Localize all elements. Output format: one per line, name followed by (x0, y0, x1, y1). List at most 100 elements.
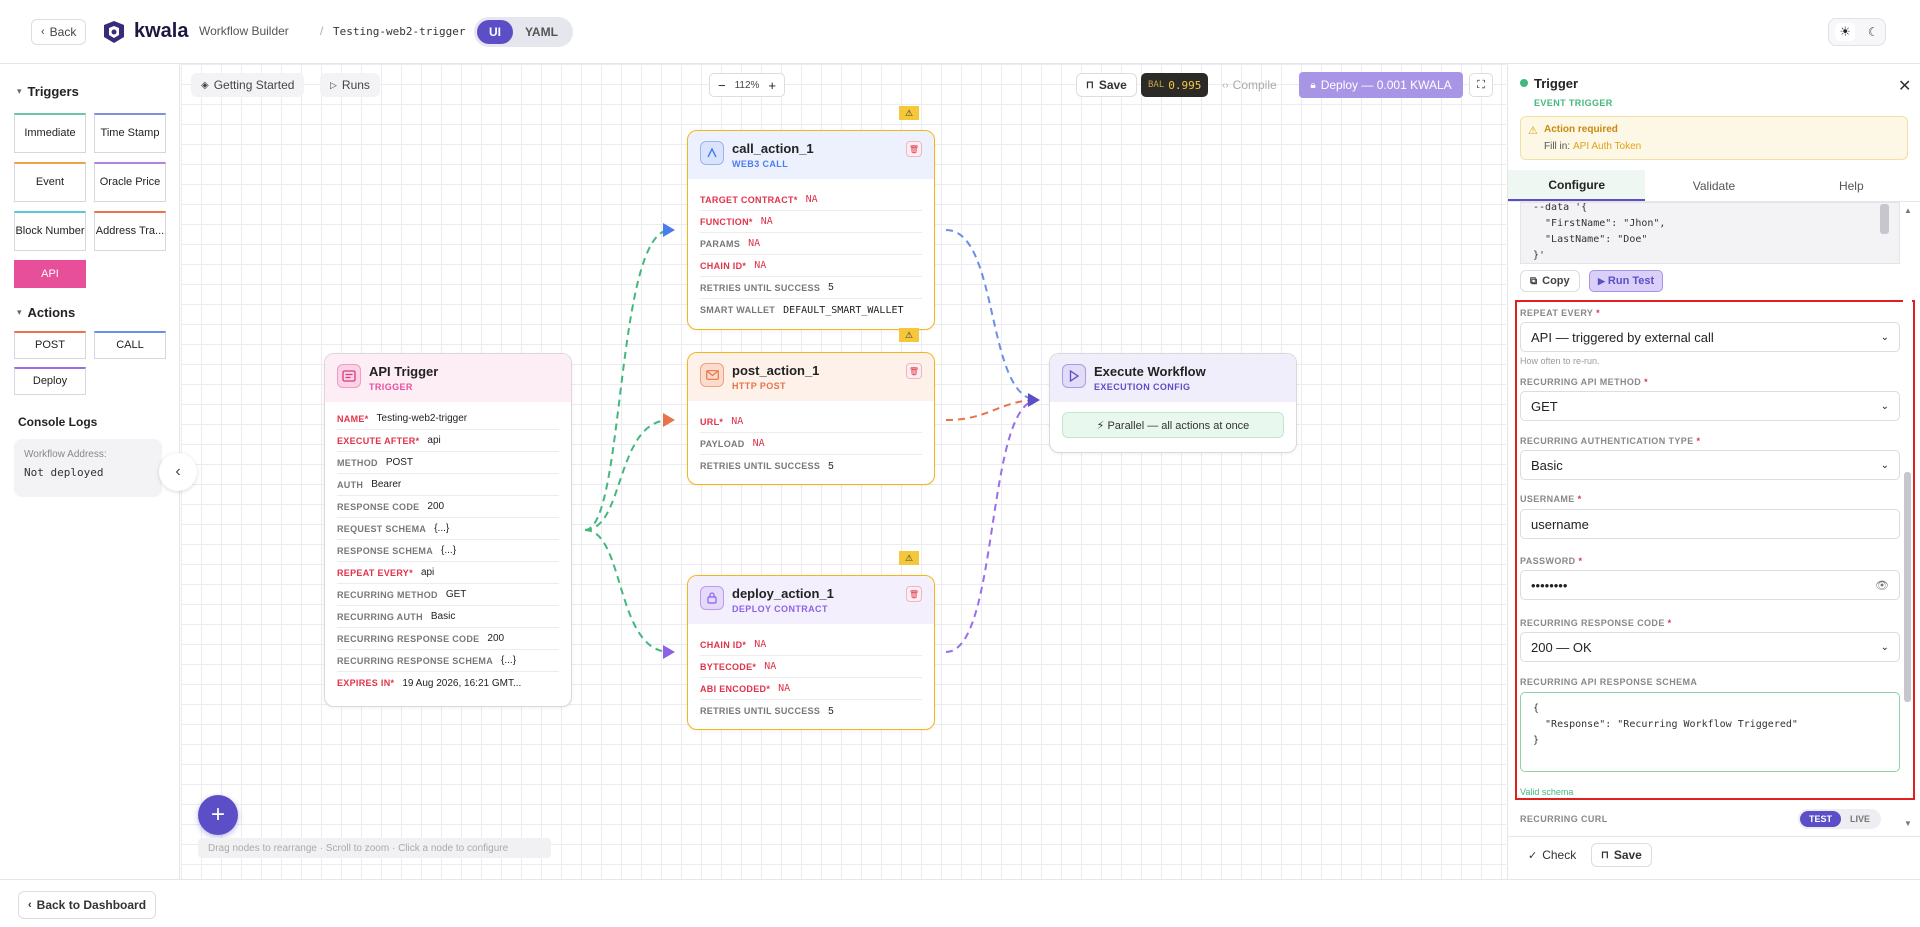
trash-icon: 🗑︎ (908, 589, 920, 599)
username-label: USERNAME * (1520, 494, 1582, 504)
node-field-row[interactable]: ABI ENCODED *NA (700, 678, 922, 700)
save-button[interactable]: ⊓ Save (1076, 73, 1137, 97)
zoom-out-button[interactable]: − (718, 77, 726, 93)
tab-configure[interactable]: Configure (1508, 170, 1646, 201)
delete-node-button[interactable]: 🗑︎ (906, 586, 922, 602)
tab-help[interactable]: Help (1838, 178, 1864, 193)
api-trigger-node[interactable]: API Trigger TRIGGER NAME *Testing-web2-t… (324, 353, 572, 707)
delete-node-button[interactable]: 🗑︎ (906, 363, 922, 379)
node-field-row[interactable]: RESPONSE SCHEMA{...} (337, 540, 559, 562)
view-mode-ui[interactable]: UI (477, 20, 513, 44)
trigger-tile-timestamp[interactable]: Time Stamp (94, 113, 166, 153)
recurring-method-select[interactable]: GET⌄ (1520, 391, 1900, 421)
panel-save-button[interactable]: ⊓ Save (1591, 843, 1652, 867)
zoom-in-button[interactable]: + (768, 77, 776, 93)
node-field-row[interactable]: REPEAT EVERY *api (337, 562, 559, 584)
close-panel-button[interactable]: ✕ (1898, 76, 1911, 96)
trigger-tile-address-transfer[interactable]: Address Tra... (94, 211, 166, 251)
call-action-node[interactable]: call_action_1 WEB3 CALL 🗑︎ TARGET CONTRA… (687, 130, 935, 330)
action-tile-deploy[interactable]: Deploy (14, 367, 86, 395)
getting-started-button[interactable]: ◈ Getting Started (191, 73, 305, 97)
field-value: api (427, 435, 441, 446)
field-value: 19 Aug 2026, 16:21 GMT... (402, 677, 522, 689)
node-field-row[interactable]: EXPIRES IN *19 Aug 2026, 16:21 GMT... (337, 672, 559, 694)
triggers-section-title[interactable]: ▾ Triggers (17, 84, 79, 99)
deploy-action-node[interactable]: deploy_action_1 DEPLOY CONTRACT 🗑︎ CHAIN… (687, 575, 935, 730)
field-value: NA (805, 194, 818, 205)
curl-mode-live[interactable]: LIVE (1850, 814, 1871, 824)
trigger-tile-oracle-price[interactable]: Oracle Price (94, 162, 166, 202)
run-test-button[interactable]: ▶ Run Test (1589, 270, 1664, 292)
execute-workflow-node[interactable]: Execute Workflow EXECUTION CONFIG ⚡ Para… (1049, 353, 1297, 453)
curl-mode-test[interactable]: TEST (1800, 811, 1842, 827)
back-to-dashboard-button[interactable]: ‹ Back to Dashboard (18, 891, 157, 919)
recurring-auth-select[interactable]: Basic⌄ (1520, 450, 1900, 480)
trigger-tile-block-number[interactable]: Block Number (14, 211, 86, 251)
chevron-down-icon: ▾ (17, 86, 22, 96)
moon-icon[interactable]: ☾ (1867, 25, 1879, 39)
theme-toggle[interactable]: ☀ ☾ (1828, 18, 1886, 46)
delete-node-button[interactable]: 🗑︎ (906, 141, 922, 157)
panel-scroll-thumb[interactable] (1904, 472, 1911, 702)
node-field-row[interactable]: URL *NA (700, 411, 922, 433)
runs-button[interactable]: ▷ Runs (320, 73, 380, 97)
node-field-row[interactable]: FUNCTION *NA (700, 211, 922, 233)
collapse-sidebar-button[interactable]: ‹ (159, 453, 197, 491)
node-field-row[interactable]: REQUEST SCHEMA{...} (337, 518, 559, 540)
deploy-button[interactable]: 🔒︎ Deploy — 0.001 KWALA (1299, 72, 1463, 98)
scroll-down-icon[interactable]: ▼ (1904, 819, 1912, 828)
username-input[interactable]: username (1520, 509, 1900, 539)
eye-icon[interactable]: 👁︎ (1875, 579, 1889, 592)
compile-button[interactable]: ‹› Compile (1222, 78, 1277, 92)
node-field-row[interactable]: EXECUTE AFTER *api (337, 430, 559, 452)
node-field-row[interactable]: RECURRING RESPONSE SCHEMA{...} (337, 650, 559, 672)
trigger-tile-immediate[interactable]: Immediate (14, 113, 86, 153)
password-input[interactable]: ••••••••👁︎ (1520, 570, 1900, 600)
label-text: RECURRING AUTHENTICATION TYPE (1520, 436, 1694, 446)
curl-mode-toggle[interactable]: TEST LIVE (1798, 809, 1882, 829)
recurring-response-code-select[interactable]: 200 — OK⌄ (1520, 632, 1900, 662)
fullscreen-button[interactable]: ⛶ (1469, 73, 1493, 97)
view-mode-toggle[interactable]: UI YAML (474, 17, 573, 47)
back-button[interactable]: ‹ Back (31, 19, 87, 45)
curl-code-block[interactable]: --data '{ "FirstName": "Jhon", "LastName… (1520, 202, 1900, 264)
trigger-tile-api[interactable]: API (14, 260, 86, 288)
node-field-row[interactable]: NAME *Testing-web2-trigger (337, 408, 559, 430)
select-value: Basic (1531, 457, 1563, 473)
panel-scroll-track[interactable] (1903, 232, 1912, 782)
add-node-button[interactable]: + (198, 795, 238, 835)
check-button[interactable]: ✓ Check (1528, 848, 1576, 862)
brand-logo[interactable]: kwala (100, 20, 188, 43)
node-field-row[interactable]: CHAIN ID *NA (700, 255, 922, 277)
view-mode-yaml[interactable]: YAML (525, 25, 558, 39)
node-field-row[interactable]: TARGET CONTRACT *NA (700, 189, 922, 211)
scroll-up-icon[interactable]: ▲ (1904, 206, 1912, 215)
response-schema-editor[interactable]: { "Response": "Recurring Workflow Trigge… (1520, 692, 1900, 772)
breadcrumb-workflow-builder[interactable]: Workflow Builder (199, 24, 289, 38)
node-field-row[interactable]: CHAIN ID *NA (700, 634, 922, 656)
actions-section-title[interactable]: ▾ Actions (17, 305, 75, 320)
alert-link-api-auth-token[interactable]: API Auth Token (1573, 141, 1642, 152)
tab-validate[interactable]: Validate (1692, 178, 1736, 193)
code-scrollbar[interactable] (1880, 204, 1889, 234)
copy-button[interactable]: ⧉ Copy (1520, 270, 1580, 292)
node-field-row[interactable]: BYTECODE *NA (700, 656, 922, 678)
action-tile-call[interactable]: CALL (94, 331, 166, 359)
repeat-every-select[interactable]: API — triggered by external call⌄ (1520, 322, 1900, 352)
action-tile-post[interactable]: POST (14, 331, 86, 359)
trigger-tile-event[interactable]: Event (14, 162, 86, 202)
sun-icon[interactable]: ☀ (1835, 23, 1856, 41)
